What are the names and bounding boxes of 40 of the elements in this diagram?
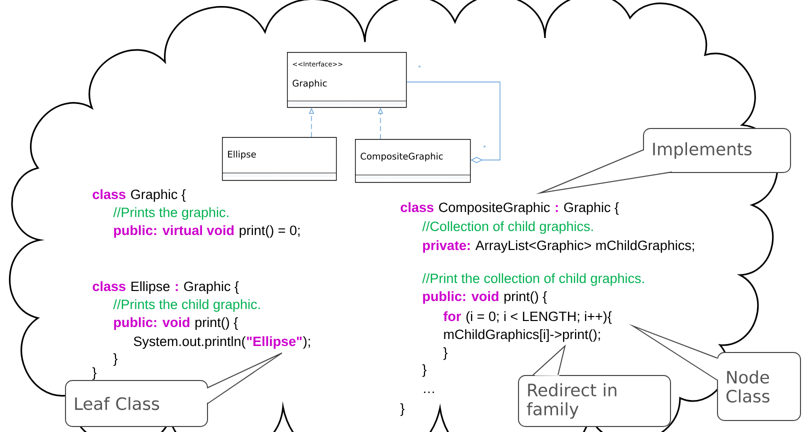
code-keyword: : bbox=[176, 284, 178, 291]
code-text: Ellipse bbox=[132, 281, 170, 294]
code-comment: //Collection of child graphics. bbox=[422, 221, 593, 234]
code-text: } bbox=[92, 367, 96, 380]
code-text: } bbox=[443, 347, 448, 360]
node-label: Redirect in family bbox=[526, 383, 616, 419]
callout-bubble: Node Class bbox=[628, 324, 801, 421]
code-comment: //Print the collection of child graphics. bbox=[422, 273, 644, 286]
code-keyword: private: bbox=[423, 240, 470, 253]
code-text: … bbox=[424, 392, 434, 393]
code-comment: //Prints the graphic. bbox=[113, 207, 228, 220]
code-keyword: class bbox=[92, 189, 126, 200]
code-keyword: class bbox=[92, 281, 126, 292]
code-text: print() { bbox=[195, 317, 238, 330]
code-keyword: for bbox=[443, 311, 461, 322]
code-text: Graphic { bbox=[131, 189, 186, 202]
code-text: mChildGraphics[i]->print(); bbox=[444, 329, 600, 342]
callout-bubble: Redirect in family bbox=[518, 344, 671, 427]
code-keyword: public: void bbox=[423, 291, 498, 304]
code-keyword: public: void bbox=[114, 317, 190, 330]
node-label: Node Class bbox=[726, 370, 770, 403]
code-text: ); bbox=[302, 336, 310, 349]
code-text: (i = 0; i < LENGTH; i++){ bbox=[466, 311, 612, 324]
code-keyword: "Ellipse" bbox=[247, 336, 302, 349]
code-keyword: class bbox=[400, 202, 434, 212]
code-text: CompositeGraphic bbox=[439, 202, 550, 215]
class-box: Ellipse bbox=[222, 137, 337, 181]
code-text: } bbox=[113, 353, 118, 366]
class-box: CompositeGraphic bbox=[354, 139, 471, 183]
node-label: Leaf Class bbox=[75, 396, 160, 410]
code-comment: //Prints the child graphic. bbox=[113, 299, 260, 312]
code-text: print() { bbox=[504, 291, 547, 304]
code-text: print() = 0; bbox=[240, 225, 300, 238]
connector-line bbox=[406, 82, 500, 163]
code-text: Graphic { bbox=[184, 281, 239, 294]
code-keyword: public: virtual void bbox=[114, 225, 234, 238]
code-text: ArrayList<Graphic> mChildGraphics; bbox=[475, 240, 694, 253]
callout-bubble: Implements bbox=[536, 128, 791, 194]
code-text: } bbox=[400, 403, 404, 416]
code-text: } bbox=[422, 364, 426, 377]
